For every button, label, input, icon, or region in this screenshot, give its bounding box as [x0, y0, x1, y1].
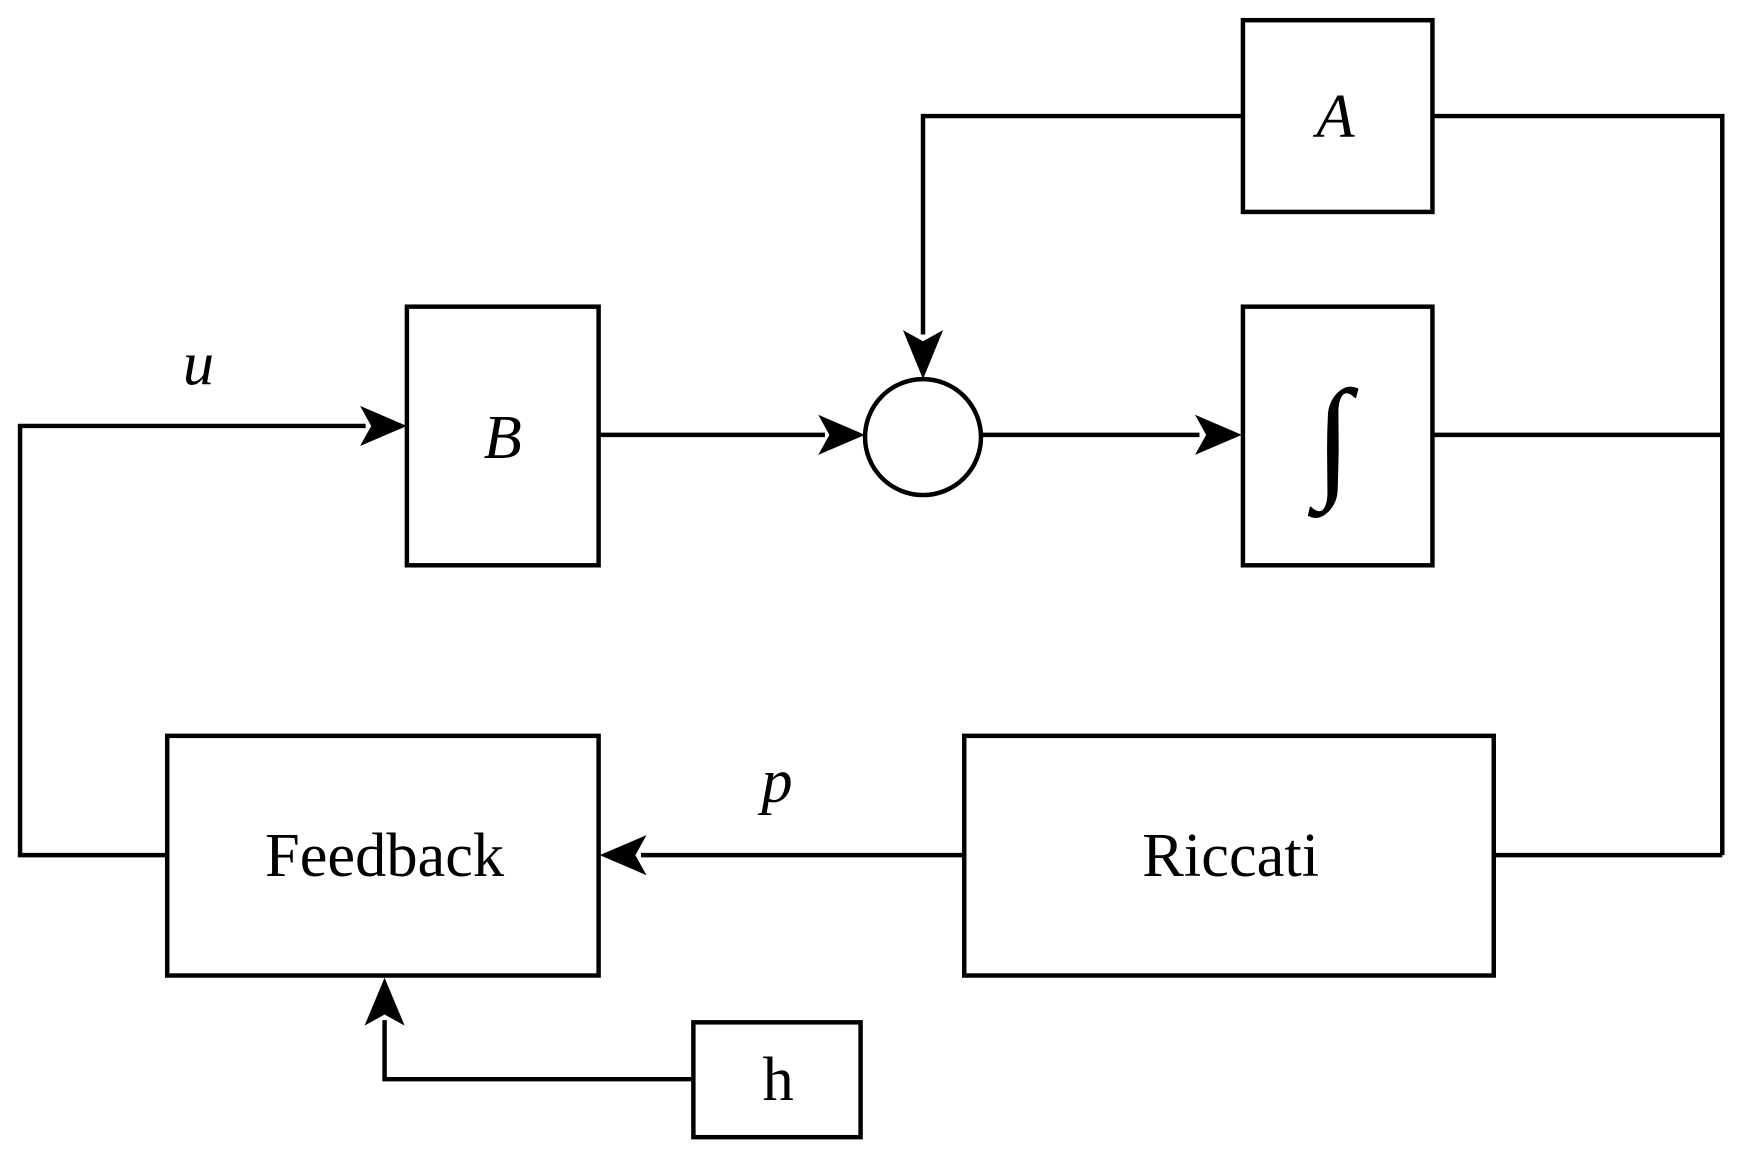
- block-a-frame: [1240, 17, 1435, 215]
- block-b-frame: [404, 304, 601, 568]
- block-feedback: Feedback: [164, 733, 601, 978]
- block-integrator-frame: [1240, 304, 1435, 568]
- arrowhead-into-feedback: [599, 835, 647, 876]
- summing-junction: [862, 376, 984, 498]
- arrowhead-into-integrator: [1195, 414, 1242, 455]
- signal-p-label: p: [757, 745, 792, 815]
- block-a-label: A: [1312, 81, 1355, 151]
- arrowhead-into-feedback-bottom: [364, 977, 405, 1026]
- block-b: B: [404, 304, 601, 568]
- block-h-label: h: [762, 1044, 793, 1114]
- wire-a-to-sum: [920, 113, 1243, 335]
- wire-feedback-to-b: [17, 423, 366, 858]
- arrowhead-into-b: [360, 405, 407, 447]
- arrowhead-into-sum-top: [902, 330, 944, 380]
- signal-u-label: u: [183, 329, 214, 399]
- block-riccati-label: Riccati: [1142, 820, 1319, 890]
- block-feedback-frame: [164, 733, 601, 978]
- wire-a-right-to-bus: [1432, 113, 1725, 856]
- block-riccati-frame: [962, 733, 1496, 978]
- block-integrator: ∫: [1240, 304, 1435, 568]
- block-b-label: B: [484, 402, 522, 472]
- wire-h-to-feedback: [382, 1020, 694, 1082]
- block-riccati: Riccati: [962, 733, 1496, 978]
- arrowhead-into-sum-left: [818, 414, 866, 455]
- block-feedback-label: Feedback: [265, 820, 505, 890]
- block-h-frame: [691, 1020, 863, 1140]
- block-a: A: [1240, 17, 1435, 215]
- integral-symbol: ∫: [1308, 363, 1359, 518]
- block-h: h: [691, 1020, 863, 1140]
